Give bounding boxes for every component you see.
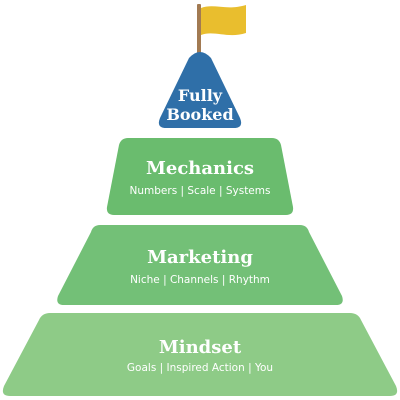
flag-pole (197, 4, 201, 56)
summit-label-line2: Booked (166, 105, 233, 124)
tier-marketing (57, 225, 343, 305)
summit-triangle (158, 52, 242, 128)
tier-mechanics-title: Mechanics (146, 158, 254, 179)
tier-mindset-subtitle: Goals | Inspired Action | You (127, 362, 273, 374)
flag-icon (201, 5, 246, 36)
tier-mechanics-subtitle: Numbers | Scale | Systems (130, 185, 271, 197)
tier-mechanics (106, 138, 294, 215)
tier-mindset-title: Mindset (159, 337, 242, 358)
summit-label-line1: Fully (178, 86, 223, 105)
tier-mindset (2, 313, 398, 396)
tier-marketing-subtitle: Niche | Channels | Rhythm (130, 274, 270, 286)
tier-marketing-title: Marketing (147, 247, 253, 268)
